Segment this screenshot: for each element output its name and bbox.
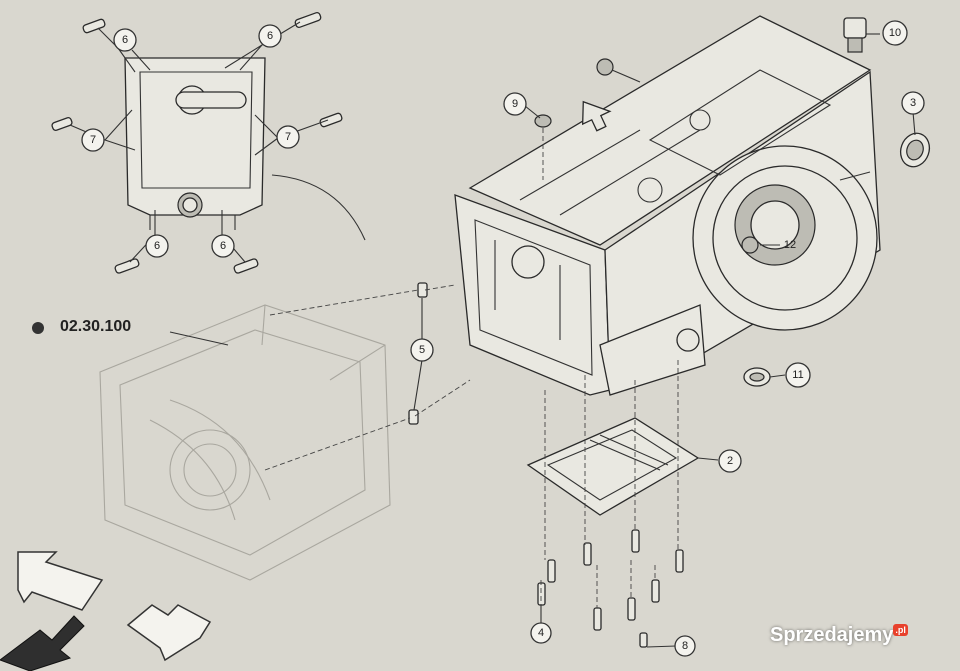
nav-arrow-down-right-icon[interactable] bbox=[126, 604, 212, 662]
callout-4[interactable]: 4 bbox=[530, 622, 552, 644]
callout-6-bottom-right[interactable]: 6 bbox=[211, 234, 235, 258]
inset-pointer-arc bbox=[271, 174, 366, 241]
callout-6-top-left[interactable]: 6 bbox=[113, 28, 137, 52]
callout-6-bottom-left[interactable]: 6 bbox=[145, 234, 169, 258]
direction-arrow-small bbox=[581, 100, 612, 132]
oil-pan-inset bbox=[124, 57, 266, 230]
callout-6-top-right[interactable]: 6 bbox=[258, 24, 282, 48]
svg-text:10: 10 bbox=[889, 27, 901, 39]
callout-12[interactable]: 12 bbox=[780, 235, 800, 255]
svg-text:6: 6 bbox=[220, 240, 226, 252]
plug-9 bbox=[534, 114, 552, 128]
callout-8[interactable]: 8 bbox=[674, 635, 696, 657]
svg-text:12: 12 bbox=[784, 239, 796, 251]
cover-bolts bbox=[537, 529, 684, 648]
inset-bolts bbox=[51, 11, 343, 274]
seal-3 bbox=[899, 132, 931, 168]
svg-text:6: 6 bbox=[122, 34, 128, 46]
svg-text:11: 11 bbox=[792, 369, 803, 381]
svg-text:9: 9 bbox=[512, 98, 518, 110]
reference-leader bbox=[169, 331, 229, 346]
alignment-lines bbox=[264, 128, 679, 608]
watermark-tld: .pl bbox=[893, 624, 908, 637]
svg-text:6: 6 bbox=[267, 30, 273, 42]
callout-7-left[interactable]: 7 bbox=[81, 128, 105, 152]
cover-plate-2 bbox=[526, 417, 700, 516]
transmission-housing bbox=[454, 15, 881, 396]
reference-bullet-icon bbox=[32, 322, 44, 334]
callout-9[interactable]: 9 bbox=[503, 92, 527, 116]
svg-text:5: 5 bbox=[419, 344, 425, 356]
ring-top bbox=[596, 58, 614, 76]
watermark-logo: Sprzedajemy.pl bbox=[770, 624, 908, 647]
plug-10 bbox=[843, 17, 867, 53]
nav-arrow-up-left-icon[interactable] bbox=[17, 551, 104, 611]
reference-code[interactable]: 02.30.100 bbox=[60, 318, 132, 335]
callout-2[interactable]: 2 bbox=[718, 449, 742, 473]
callout-11[interactable]: 11 bbox=[785, 362, 811, 388]
svg-text:4: 4 bbox=[538, 627, 544, 639]
svg-text:6: 6 bbox=[154, 240, 160, 252]
seal-11 bbox=[743, 367, 771, 387]
svg-text:3: 3 bbox=[910, 97, 916, 109]
callout-10[interactable]: 10 bbox=[882, 20, 908, 46]
svg-text:2: 2 bbox=[727, 455, 733, 467]
callout-7-right[interactable]: 7 bbox=[276, 125, 300, 149]
reference-housing-ghost bbox=[99, 304, 391, 581]
svg-text:7: 7 bbox=[285, 131, 291, 143]
watermark-brand: Sprzedajemy bbox=[770, 624, 894, 646]
callout-3[interactable]: 3 bbox=[901, 91, 925, 115]
nav-arrow-dark-icon[interactable] bbox=[0, 615, 85, 671]
svg-text:8: 8 bbox=[682, 640, 688, 652]
main-leaders bbox=[413, 33, 916, 648]
callout-5[interactable]: 5 bbox=[410, 338, 434, 362]
svg-text:7: 7 bbox=[90, 134, 96, 146]
